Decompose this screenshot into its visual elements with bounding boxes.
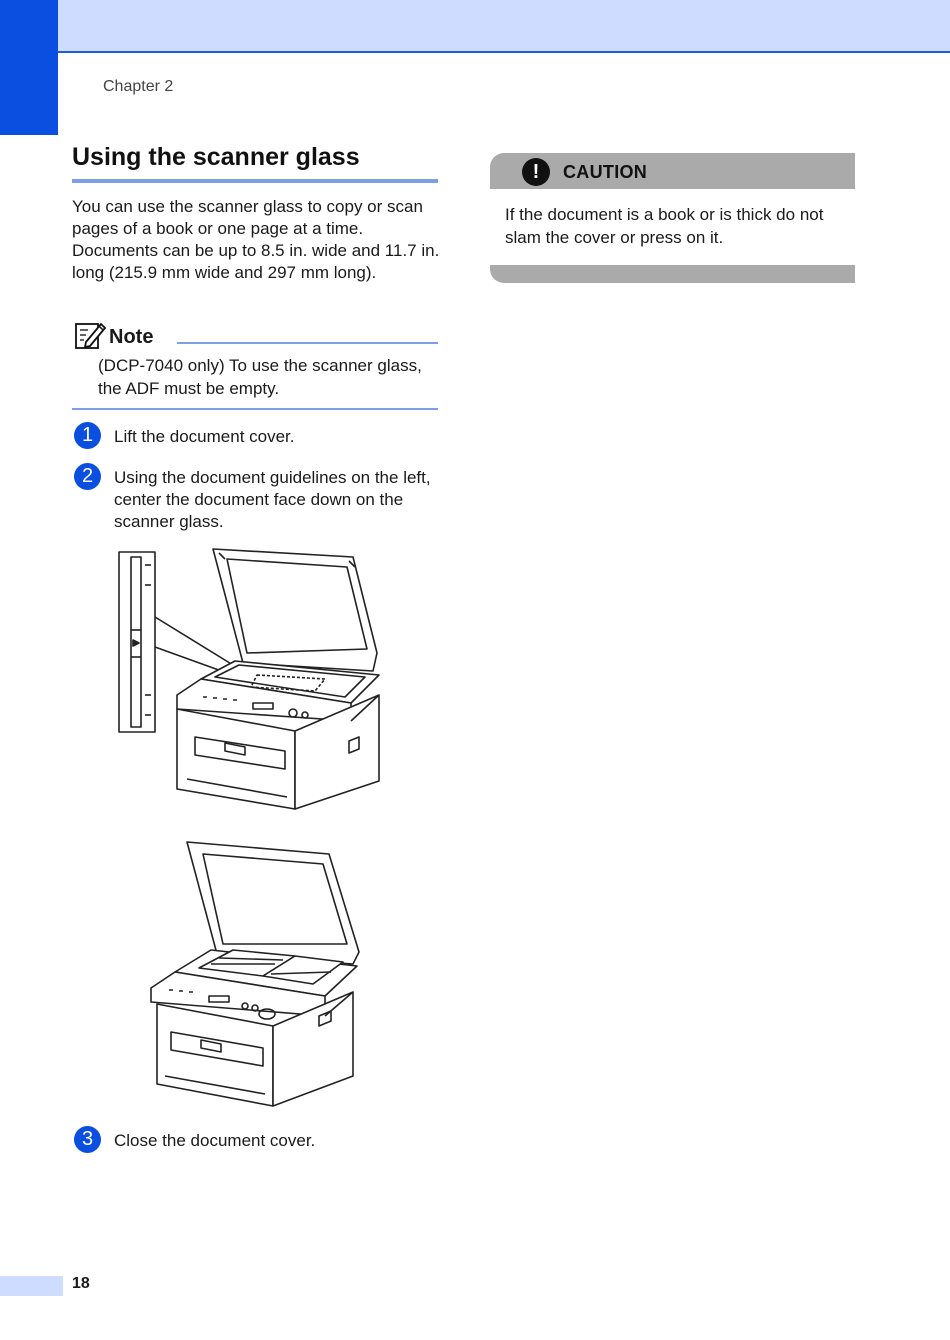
section-intro: You can use the scanner glass to copy or… <box>72 197 440 282</box>
step-1-number: 1 <box>74 422 101 449</box>
title-underline <box>72 179 438 183</box>
page-number: 18 <box>72 1275 90 1292</box>
note-rule-top <box>177 342 438 344</box>
step-3-number: 3 <box>74 1126 101 1153</box>
note-text: (DCP-7040 only) To use the scanner glass… <box>98 356 422 398</box>
step-2-text: Using the document guidelines on the lef… <box>114 468 431 531</box>
caution-label: CAUTION <box>563 162 648 182</box>
caution-header: ! CAUTION <box>490 153 855 189</box>
header-band <box>0 0 950 53</box>
note-label: Note <box>109 326 154 348</box>
scanner-open-guideline-illustration <box>118 548 380 810</box>
caution-footer-bar <box>490 265 855 283</box>
step-2-number: 2 <box>74 463 101 490</box>
chapter-label: Chapter 2 <box>103 78 174 95</box>
section-title: Using the scanner glass <box>72 143 360 171</box>
page-number-band <box>0 1276 63 1296</box>
exclamation-icon: ! <box>522 158 550 186</box>
pencil-note-icon <box>75 322 106 349</box>
note-rule-bottom <box>72 408 438 410</box>
scanner-document-on-glass-illustration <box>150 841 360 1107</box>
chapter-tab <box>0 0 58 135</box>
step-1-text: Lift the document cover. <box>114 427 295 446</box>
caution-text: If the document is a book or is thick do… <box>505 205 824 247</box>
step-3-text: Close the document cover. <box>114 1131 316 1150</box>
